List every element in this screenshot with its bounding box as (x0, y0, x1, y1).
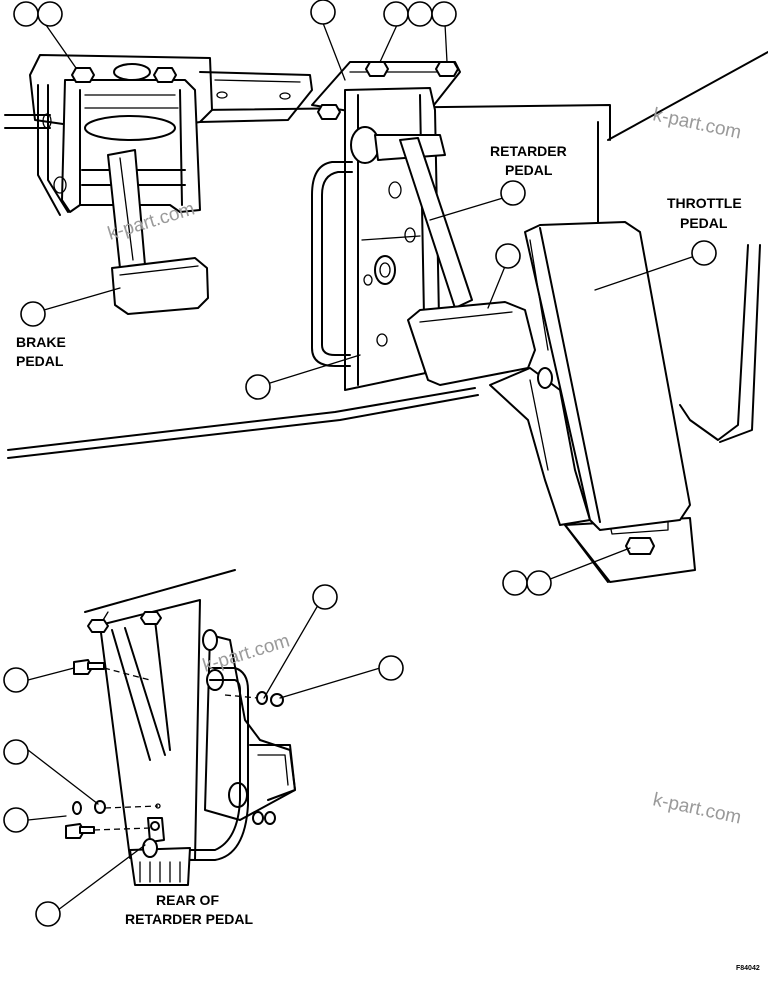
retarder-pedal-label-line2: PEDAL (505, 162, 553, 178)
callout-circle (3, 807, 29, 833)
callout-circle (383, 1, 409, 27)
callout-circle (35, 901, 61, 927)
callout-circle (500, 180, 526, 206)
throttle-pedal (489, 221, 696, 583)
brake-pedal-assembly (4, 54, 313, 315)
callout-circle (312, 584, 338, 610)
callout-circle (245, 374, 271, 400)
callout-circle (3, 667, 29, 693)
firewall-panel (597, 51, 768, 443)
callout-circle (37, 1, 63, 27)
watermark: k-part.com (651, 104, 743, 143)
part-labels: BRAKE PEDAL RETARDER PEDAL THROTTLE PEDA… (16, 143, 742, 927)
brake-pedal-label-line1: BRAKE (16, 334, 66, 350)
callout-circle (431, 1, 457, 27)
callout-circle (310, 0, 336, 25)
callout-circle (378, 655, 404, 681)
callout-circle (3, 739, 29, 765)
callout-circle (495, 243, 521, 269)
leader-lines (27, 22, 693, 911)
callout-circle (691, 240, 717, 266)
callout-circle (13, 1, 39, 27)
rear-retarder-pedal-view (65, 569, 296, 886)
retarder-pedal-label-line1: RETARDER (490, 143, 567, 159)
drawing-code: F84042 (736, 965, 760, 972)
callout-circle (20, 301, 46, 327)
callout-circle (502, 570, 528, 596)
callout-circle (526, 570, 552, 596)
callout-circle (407, 1, 433, 27)
brake-pedal-label-line2: PEDAL (16, 353, 64, 369)
watermark: k-part.com (651, 789, 743, 828)
rear-retarder-label-line2: RETARDER PEDAL (125, 911, 254, 927)
callout-circles (3, 0, 717, 927)
throttle-pedal-label-line1: THROTTLE (667, 195, 742, 211)
rear-retarder-label-line1: REAR OF (156, 892, 219, 908)
retarder-pedal-assembly (311, 61, 536, 391)
throttle-pedal-label-line2: PEDAL (680, 215, 728, 231)
